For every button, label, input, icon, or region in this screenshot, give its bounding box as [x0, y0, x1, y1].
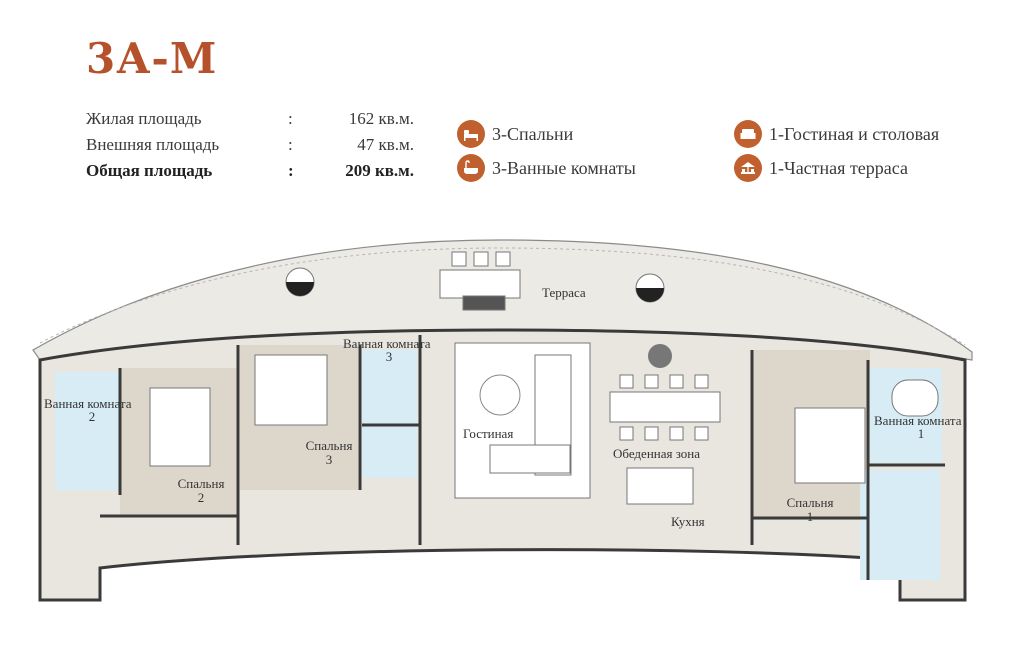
label-living-room: Гостиная [463, 426, 513, 441]
area-label: Внешняя площадь [86, 135, 220, 154]
area-value: 209 кв.м. [345, 161, 414, 180]
label-bathroom-3: Ванная комната [343, 336, 431, 351]
feature-label: 3-Ванные комнаты [492, 157, 636, 178]
plant-pot [648, 344, 672, 368]
label-terrace: Терраса [542, 285, 586, 300]
label-bathroom-2: Ванная комната [44, 396, 132, 411]
dining-table [609, 391, 721, 423]
bed-2 [149, 387, 211, 467]
area-row-total: Общая площадь : 209 кв.м. [86, 161, 416, 187]
label-bathroom-3-number: 3 [386, 349, 393, 364]
feature-list-right: 1-Гостиная и столовая 1-Частная терраса [734, 117, 939, 185]
feature-terrace: 1-Частная терраса [734, 151, 939, 185]
label-bathroom-1: Ванная комната [874, 413, 962, 428]
terrace-icon [734, 154, 762, 182]
label-bathroom-1-number: 1 [918, 426, 925, 441]
feature-bathrooms: 3-Ванные комнаты [457, 151, 636, 185]
label-bedroom-3: Спальня [306, 438, 353, 453]
area-label: Жилая площадь [86, 109, 202, 128]
terrace-railing [39, 247, 966, 346]
bed-3 [254, 354, 328, 426]
bathroom-2-area [55, 372, 120, 490]
label-kitchen: Кухня [671, 514, 705, 529]
area-separator: : [288, 135, 293, 154]
terrace-round-table-left [286, 282, 314, 296]
area-row-external: Внешняя площадь : 47 кв.м. [86, 135, 416, 161]
feature-label: 1-Гостиная и столовая [769, 123, 940, 144]
feature-list-left: 3-Спальни 3-Ванные комнаты [457, 117, 636, 185]
area-row-living: Жилая площадь : 162 кв.м. [86, 109, 416, 135]
feature-label: 1-Частная терраса [769, 157, 908, 178]
unit-title: 3А-М [86, 34, 218, 83]
area-value: 47 кв.м. [357, 135, 414, 154]
bathtub-icon [457, 154, 485, 182]
label-dining-area: Обеденная зона [613, 446, 700, 461]
feature-living-dining: 1-Гостиная и столовая [734, 117, 939, 151]
coffee-table [479, 374, 521, 416]
label-bedroom-1-number: 1 [807, 509, 814, 524]
label-bathroom-2-number: 2 [89, 409, 96, 424]
label-bedroom-1: Спальня [787, 495, 834, 510]
label-bedroom-2: Спальня [178, 476, 225, 491]
feature-bedrooms: 3-Спальни [457, 117, 636, 151]
bed-1 [794, 407, 866, 484]
area-separator: : [288, 109, 293, 128]
dining-chairs [619, 374, 709, 441]
feature-label: 3-Спальни [492, 123, 574, 144]
bathroom-1-wc-area [860, 470, 940, 580]
sofa-icon [734, 120, 762, 148]
sofa-bottom [489, 444, 571, 474]
terrace-round-table-right [636, 288, 664, 302]
bathtub [891, 379, 939, 417]
bathroom-3-area [362, 350, 417, 478]
label-bedroom-3-number: 3 [326, 452, 333, 467]
area-table: Жилая площадь : 162 кв.м. Внешняя площад… [86, 109, 416, 187]
area-label: Общая площадь [86, 161, 213, 180]
label-bedroom-2-number: 2 [198, 490, 205, 505]
area-value: 162 кв.м. [348, 109, 414, 128]
kitchen-island [626, 467, 694, 505]
bed-icon [457, 120, 485, 148]
interior-walls [100, 335, 945, 580]
area-separator: : [288, 161, 294, 180]
